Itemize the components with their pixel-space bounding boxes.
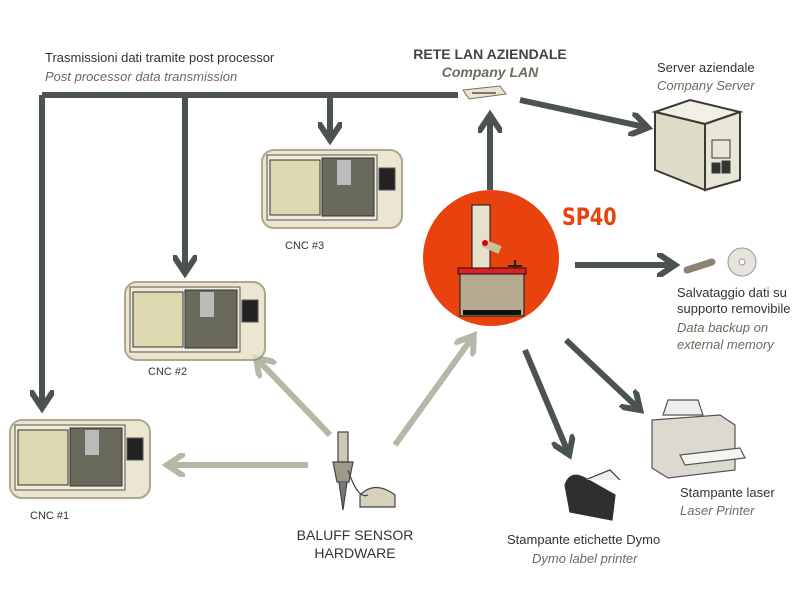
dymo-label-en: Dymo label printer [532, 551, 638, 566]
cnc-machine-icon [9, 149, 403, 499]
cnc-machine-3 [261, 149, 403, 229]
arrow-to-server [519, 97, 645, 127]
baluff-sensor-icon [332, 431, 396, 511]
cd-icon [727, 247, 757, 277]
lan-title: RETE LAN AZIENDALE [413, 46, 567, 62]
cnc2-label: CNC #2 [148, 366, 188, 378]
arrow-to-laser [563, 337, 638, 408]
backup-label-1: Salvataggio dati su [677, 285, 787, 300]
lan-title-en: Company LAN [441, 64, 539, 80]
dymo-printer-icon [564, 469, 621, 521]
usb-stick-icon [683, 258, 716, 274]
laser-label-en: Laser Printer [680, 503, 755, 518]
sp40-label: SP40 [562, 203, 617, 231]
dymo-label: Stampante etichette Dymo [507, 532, 661, 547]
laser-printer-icon [651, 399, 746, 479]
post-processor-label: Trasmissioni dati tramite post processor [45, 50, 275, 65]
sensor-arrow-sp40 [392, 338, 472, 447]
server-icon [651, 98, 744, 192]
lan-switch-icon [462, 85, 507, 100]
cnc3-label: CNC #3 [285, 240, 325, 252]
server-label-en: Company Server [657, 78, 755, 93]
baluff-label-1: BALUFF SENSOR [296, 527, 414, 543]
sensor-arrow-cnc2 [258, 360, 333, 438]
backup-label-2: supporto removibile [677, 301, 791, 316]
sp40-machine-icon [423, 190, 559, 326]
server-label: Server aziendale [657, 60, 755, 75]
cnc1-label: CNC #1 [30, 510, 70, 522]
backup-label-en-1: Data backup on [677, 320, 769, 335]
baluff-label-2: HARDWARE [314, 545, 396, 561]
backup-label-en-2: external memory [677, 337, 774, 352]
cnc-machine-2 [124, 281, 266, 361]
laser-label: Stampante laser [680, 485, 775, 500]
post-processor-label-en: Post processor data transmission [45, 69, 238, 84]
arrow-to-dymo [522, 348, 568, 452]
cnc-machine-1 [9, 419, 151, 499]
